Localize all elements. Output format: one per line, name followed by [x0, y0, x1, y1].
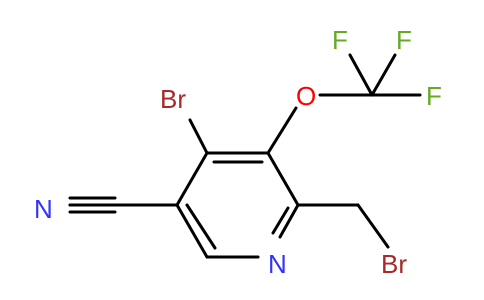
bond-c3-c2	[266, 151, 300, 207]
bond-c5-c4	[175, 151, 209, 207]
fluorine-bottom-label: F	[426, 81, 442, 111]
fluorine-left-label: F	[332, 25, 348, 55]
bond-c-f-right	[370, 53, 397, 97]
bond-ch2-br	[356, 203, 390, 249]
bonds	[68, 53, 422, 259]
bond-c2-n1	[278, 203, 300, 239]
bond-c3-o	[266, 106, 298, 155]
ring-nitrogen-label: N	[268, 249, 287, 279]
methyl-bromine-label: Br	[381, 249, 407, 279]
ring-bromine-label: Br	[160, 84, 186, 114]
bond-c-f-left	[348, 53, 374, 97]
bond-c2-n1-double	[271, 206, 290, 235]
bond-c6-c5-double	[185, 203, 217, 250]
bond-c6-c5	[175, 203, 209, 259]
fluorine-right-label: F	[396, 25, 412, 55]
bond-c4-br	[188, 118, 209, 155]
nitrile-nitrogen-label: N	[34, 194, 53, 224]
oxygen-label: O	[296, 81, 316, 111]
